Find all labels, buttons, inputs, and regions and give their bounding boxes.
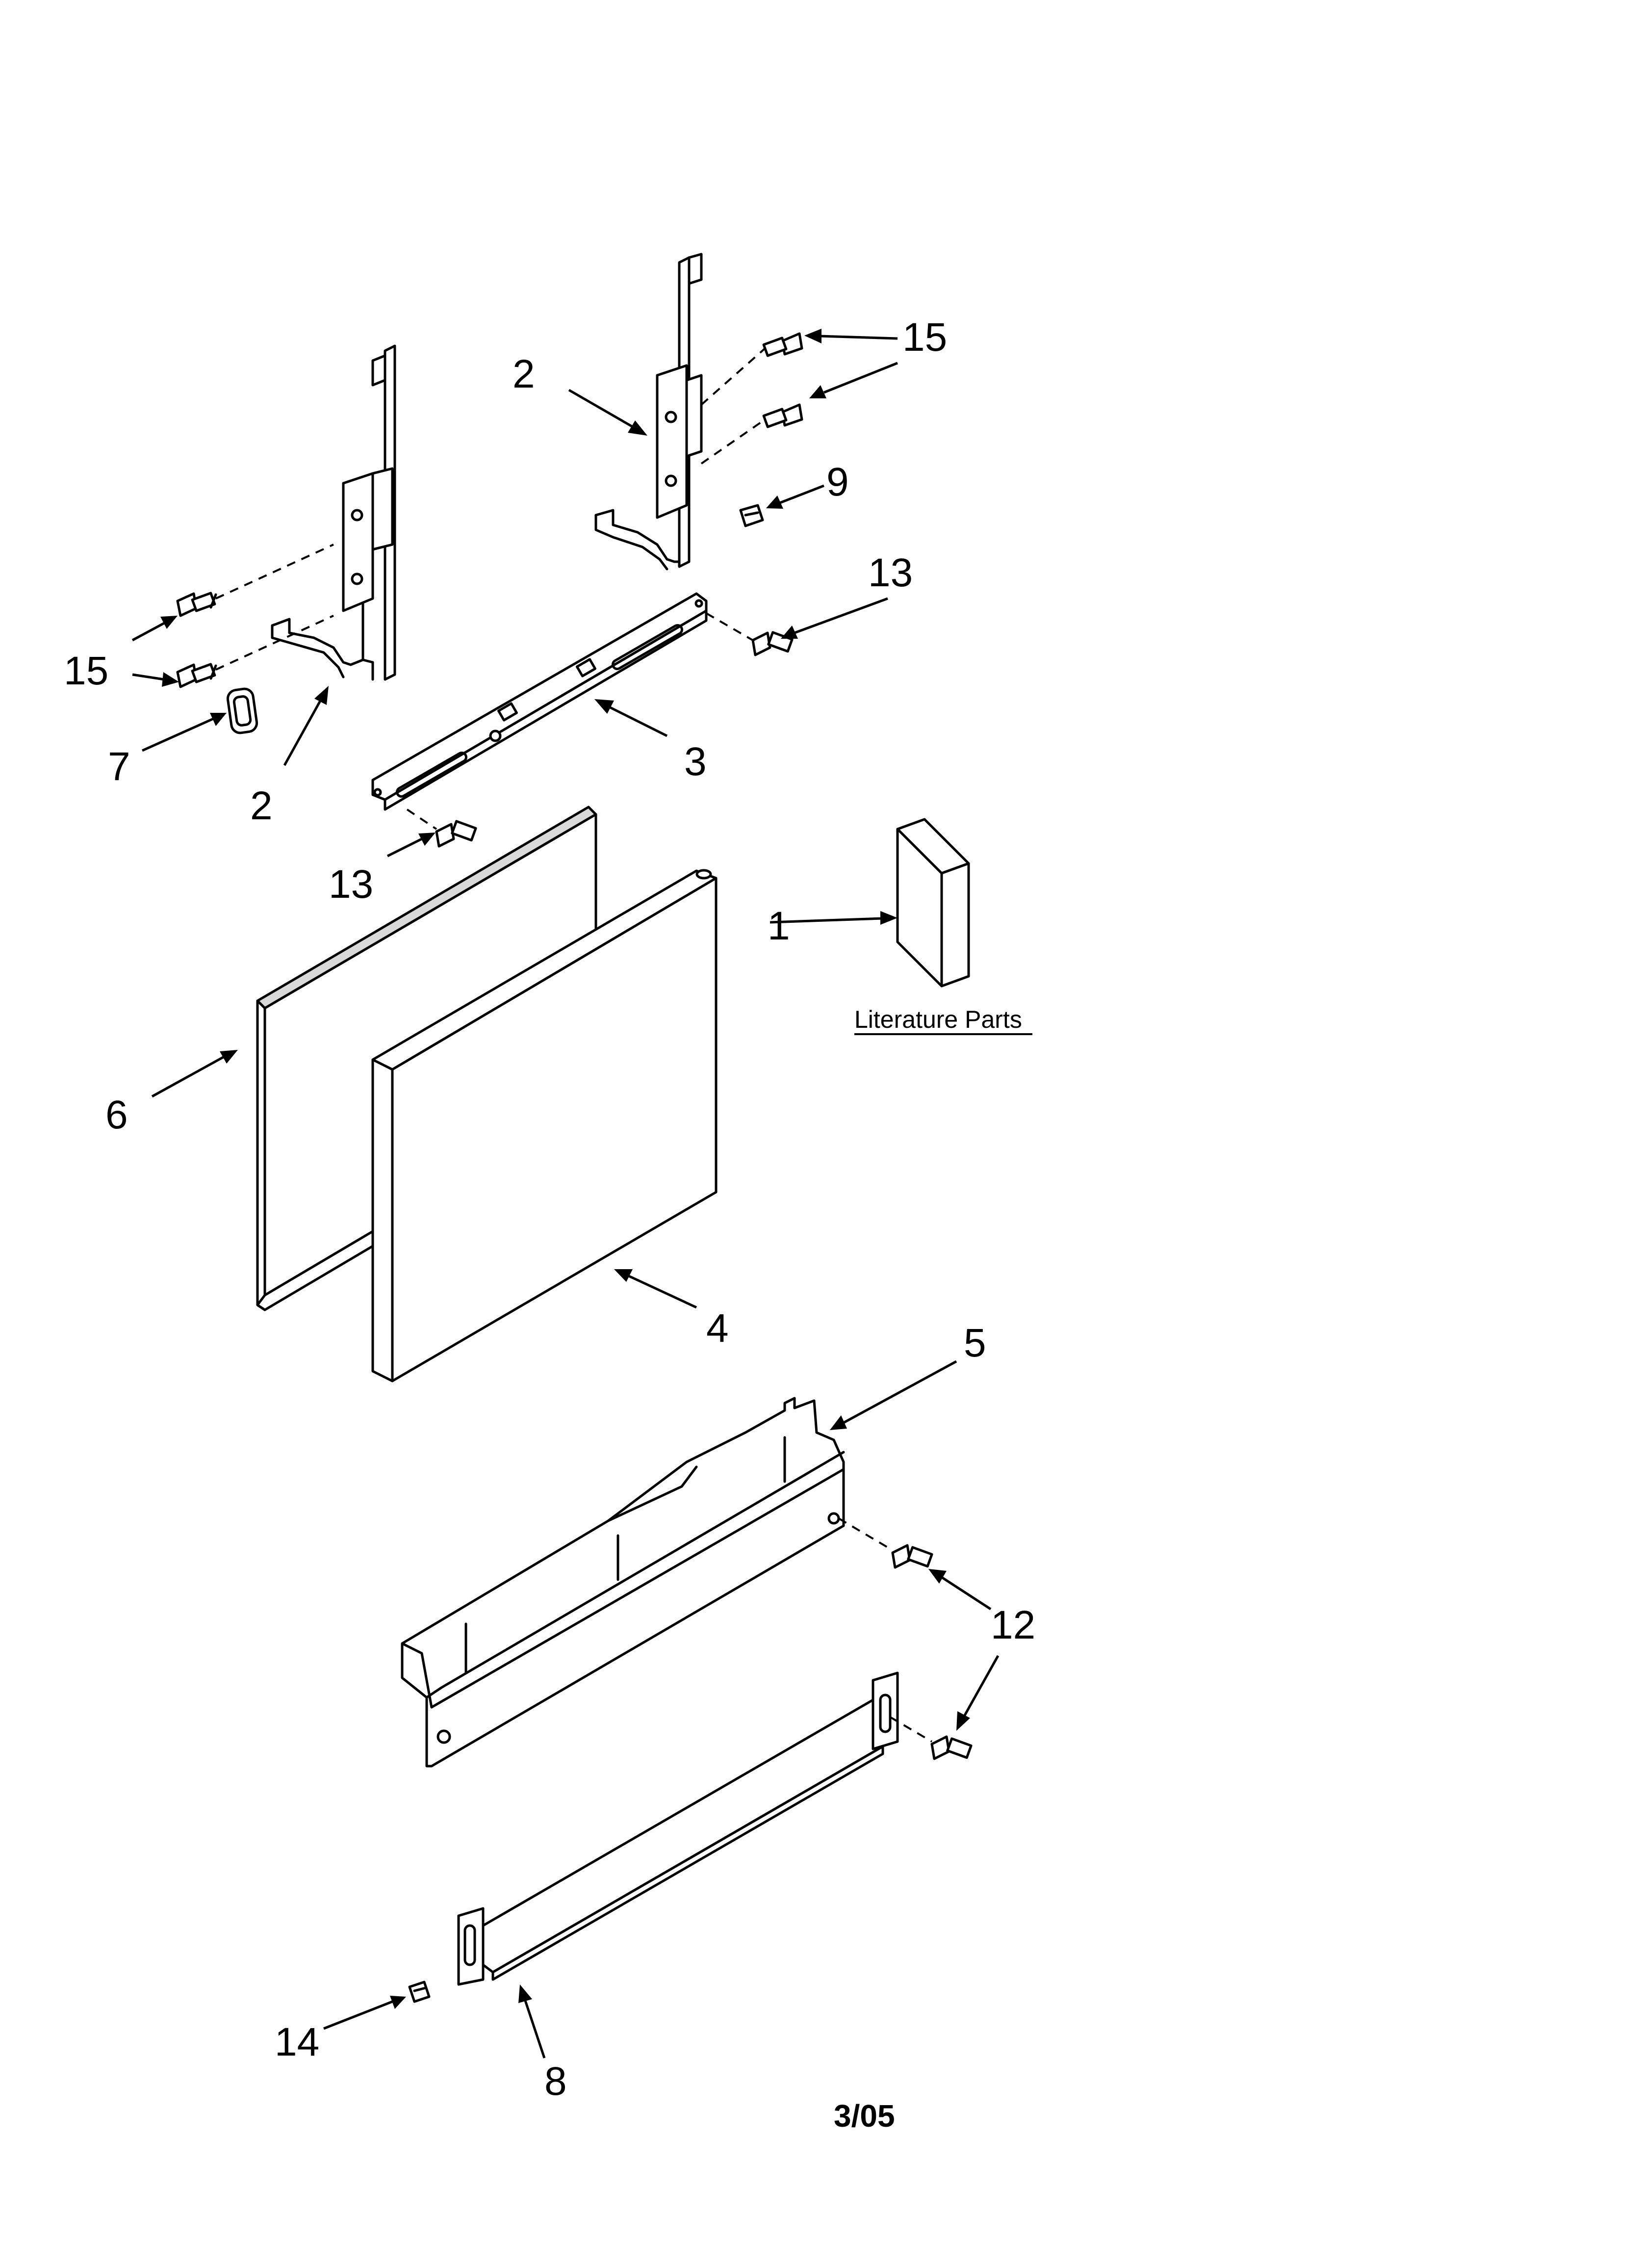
callout-5: 5 xyxy=(964,1321,986,1365)
toe-panel-8 xyxy=(457,1671,899,1986)
callout-7: 7 xyxy=(108,744,130,789)
callout-13-upper: 13 xyxy=(868,550,913,595)
revision-date: 3/05 xyxy=(834,2098,895,2134)
callout-4: 4 xyxy=(706,1306,729,1351)
literature-parts-label: Literature Parts xyxy=(854,1006,1022,1033)
insulation-panel-6 xyxy=(256,806,597,1311)
callout-9: 9 xyxy=(826,460,849,504)
callout-6: 6 xyxy=(105,1093,128,1137)
screw-15-right-lower xyxy=(762,403,803,428)
screw-13-upper xyxy=(751,631,794,656)
callout-12: 12 xyxy=(991,1603,1035,1647)
callout-8: 8 xyxy=(544,2059,567,2104)
screw-12-upper xyxy=(891,1544,933,1569)
screw-15-left-lower xyxy=(176,663,217,688)
screw-15-left-upper xyxy=(176,592,217,617)
door-panel-4 xyxy=(371,869,718,1382)
door-hinge-bracket-right xyxy=(594,253,703,571)
callout-15-left: 15 xyxy=(64,649,108,693)
callout-14: 14 xyxy=(275,2020,319,2064)
literature-parts-1 xyxy=(896,818,970,988)
screw-13-lower xyxy=(435,820,477,848)
screw-12-lower xyxy=(930,1735,973,1760)
callout-1: 1 xyxy=(768,904,790,948)
callout-13-lower: 13 xyxy=(329,862,373,907)
leader-lines xyxy=(131,329,1000,2059)
mounting-rail-3 xyxy=(371,592,708,811)
callout-2-left: 2 xyxy=(250,783,273,828)
plug-7 xyxy=(226,687,258,734)
callout-labels: 2 15 9 13 3 15 7 2 13 1 6 4 5 12 14 8 xyxy=(64,315,1035,2104)
callout-15-right: 15 xyxy=(902,315,947,360)
toe-panel-bracket-5 xyxy=(401,1397,845,1768)
screw-15-right-upper xyxy=(762,332,803,357)
door-hinge-bracket-left xyxy=(271,344,396,681)
clip-9 xyxy=(739,504,764,527)
callout-2-right: 2 xyxy=(513,352,535,396)
callout-3: 3 xyxy=(684,739,707,784)
clip-14 xyxy=(408,1981,431,2003)
